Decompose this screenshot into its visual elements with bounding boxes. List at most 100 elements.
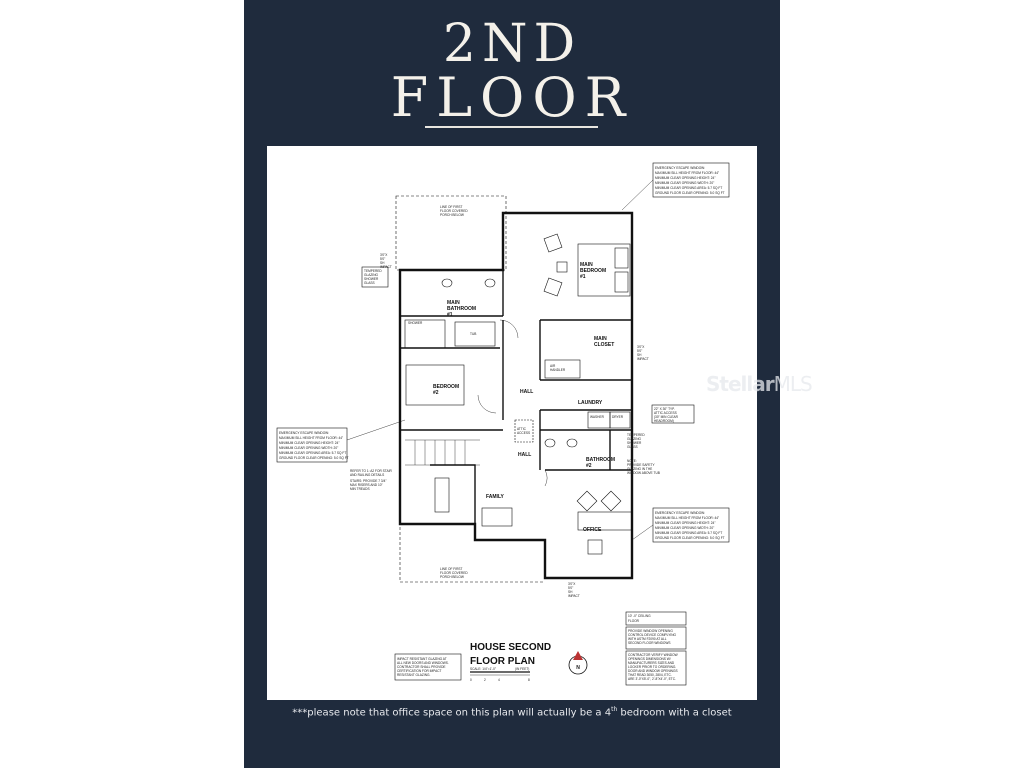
desk (577, 511, 633, 531)
room-label-main-bedroom: BEDROOM (580, 268, 606, 274)
tub (454, 321, 496, 347)
note-text: MINIMUM CLEAR OPENING WIDTH: 20" (655, 526, 714, 530)
label-air-handler: AIR (550, 364, 556, 368)
bed-2 (405, 364, 465, 406)
room-label-bathroom-2: BATHROOM (586, 457, 615, 463)
footer-note-text: ***please note that office space on this… (292, 707, 612, 719)
porch-note: LINE OF FIRST (440, 205, 463, 209)
room-label-laundry: LAUNDRY (578, 400, 603, 406)
note-text: SHOWER (627, 441, 642, 445)
scale-label: SCALE: 1/4"=1'-0" (470, 667, 496, 671)
room-label-main-bathroom: BATHROOM (447, 306, 476, 312)
room-label-bedroom-2: #2 (433, 390, 439, 396)
room-label-family: FAMILY (486, 494, 505, 500)
note-text: GLAZING (364, 273, 379, 277)
tempered-note-box (361, 266, 389, 288)
bed-main (577, 243, 631, 297)
note-text: OPENINGS DIMENSIONS W/ (628, 657, 671, 661)
window-note-text: SH (637, 353, 642, 357)
north-label: N (576, 665, 580, 671)
egress-note-box (276, 427, 348, 463)
air-handler (544, 359, 581, 379)
note-text: AND RAILING DETAILS (350, 473, 384, 477)
egress-note-left: EMERGENCY ESCAPE WINDOW: MAXIMUM SILL HE… (279, 431, 349, 460)
safety-glass-note: NOTE: PROVIDE SAFETY GLAZING IN THE WIND… (627, 459, 660, 475)
room-label-hall: HALL (518, 452, 531, 458)
impact-note-box (394, 653, 462, 681)
note-text: PROVIDE SAFETY (627, 463, 656, 467)
window-note-text: IMPACT (637, 357, 649, 361)
window-control-note-box (625, 626, 687, 650)
note-text: MINIMUM CLEAR OPENING HEIGHT: 24" (279, 441, 339, 445)
window-note-text: 3'0"X (568, 582, 576, 586)
note-text: SECOND FLOOR WINDOWS (628, 641, 671, 645)
scale-tick: 2 (484, 678, 486, 682)
window-note-text: IMPACT (568, 594, 580, 598)
contractor-note-box (625, 650, 687, 686)
note-text: 22" X 30" TYP. (654, 407, 675, 411)
shower (404, 319, 446, 349)
window-note-text: 5'0" (568, 586, 573, 590)
note-text: MINIMUM CLEAR OPENING HEIGHT: 24" (655, 176, 715, 180)
label-attic-access: ACCESS (517, 431, 530, 435)
note-text: CONTRACTOR SHALL PROVIDE (397, 665, 446, 669)
note-text: WINDOW ABOVE TUB (627, 471, 660, 475)
porch-note: LINE OF FIRST (440, 567, 463, 571)
window-note-text: 3'0"X (637, 345, 645, 349)
note-text: RESISTANT GLAZING. (397, 673, 430, 677)
note-text: EMERGENCY ESCAPE WINDOW: (655, 511, 705, 515)
note-text: STAIRS: PROVIDE 7 3/4" (350, 479, 387, 483)
note-text: PROVIDE WINDOW OPENING (628, 629, 673, 633)
footer-note-text: bedroom with a closet (617, 707, 732, 719)
note-text: EMERGENCY ESCAPE WINDOW: (279, 431, 329, 435)
note-text: GLASS (627, 445, 638, 449)
stairs (405, 439, 480, 466)
note-text: MINIMUM CLEAR OPENING AREA: 5.7 SQ FT (279, 451, 346, 455)
note-text: GROUND FLOOR CLEAR OPENING: 5.0 SQ FT (279, 456, 349, 460)
ceiling-note: 10' -0" CEILING FLOOR (628, 614, 651, 623)
note-text: MANUFACTURERS SIZES AND (628, 661, 675, 665)
note-text: GLAZING (627, 437, 642, 441)
attic-access (514, 419, 534, 443)
note-text: ATTIC ACCESS (654, 411, 677, 415)
title-line-1: 2ND (442, 14, 582, 74)
title-line-2: FLOOR (390, 66, 634, 129)
note-text: MAXIMUM SILL HEIGHT FROM FLOOR: 44" (655, 516, 719, 520)
title-underline (425, 126, 598, 128)
window-note-text: SH (380, 261, 385, 265)
note-text: HEADROOM) (654, 419, 674, 423)
label-washer: WASHER (590, 415, 605, 419)
tempered-glazing-note: TEMPERED GLAZING SHOWER GLASS TEMPERED G… (364, 269, 645, 449)
note-text: MINIMUM CLEAR OPENING HEIGHT: 24" (655, 521, 715, 525)
room-label-bathroom-2: #2 (586, 463, 592, 469)
note-text: THAT READ 3050, 2804, ETC. (628, 673, 672, 677)
note-text: IMPACT RESISTANT GLAZING AT (397, 657, 447, 661)
note-text: (30" MIN CLEAR (654, 415, 679, 419)
label-dryer: DRYER (612, 415, 624, 419)
label-tub: TUB (470, 332, 476, 336)
note-text: MINIMUM CLEAR OPENING WIDTH: 20" (655, 181, 714, 185)
armchair (543, 233, 563, 253)
room-label-bedroom-2: BEDROOM (433, 384, 459, 390)
watermark-light: MLS (773, 372, 813, 396)
window-note-text: IMPACT (380, 265, 392, 269)
note-text: GLAZING IN THE (627, 467, 652, 471)
watermark-bold: Stellar (706, 372, 775, 396)
note-text: TEMPERED (364, 269, 382, 273)
note-text: FLOOR (628, 619, 640, 623)
north-arrow-icon: N (568, 651, 588, 675)
scale-tick: 0 (470, 678, 472, 682)
window-note: 3'0"X 5'0" SH IMPACT (637, 345, 649, 361)
impact-glazing-note: IMPACT RESISTANT GLAZING AT ALL NEW DOOR… (397, 657, 449, 677)
note-text: GROUND FLOOR CLEAR OPENING: 5.0 SQ FT (655, 191, 725, 195)
note-text: GROUND FLOOR CLEAR OPENING: 5.0 SQ FT (655, 536, 725, 540)
window-note-text: SH (568, 590, 573, 594)
note-text: NOTE: (627, 459, 637, 463)
room-label-main-bathroom: MAIN (447, 300, 460, 306)
note-text: MAXIMUM SILL HEIGHT FROM FLOOR: 44" (279, 436, 343, 440)
label-shower: SHOWER (408, 321, 423, 325)
window-note: 3'0"X 5'0" SH IMPACT (380, 253, 392, 269)
note-text: CONTRACTOR VERIFY WINDOW (628, 653, 678, 657)
note-text: REFER TO 1: A2 FOR STAIR (350, 469, 392, 473)
note-text: SHOWER (364, 277, 379, 281)
